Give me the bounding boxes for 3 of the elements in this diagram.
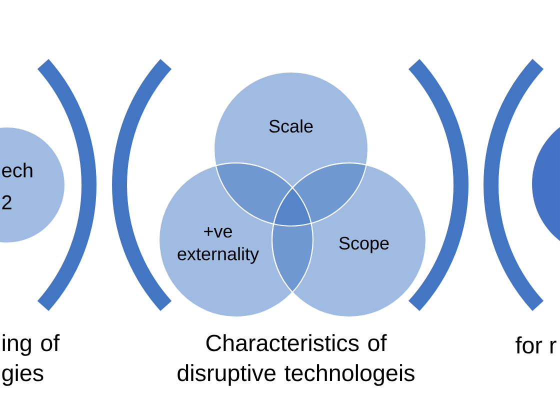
caption-text: for r [516,336,556,354]
caption-text: Characteristics of disruptive technologeis [178,334,414,386]
caption-text: ing of gies [2,334,60,386]
